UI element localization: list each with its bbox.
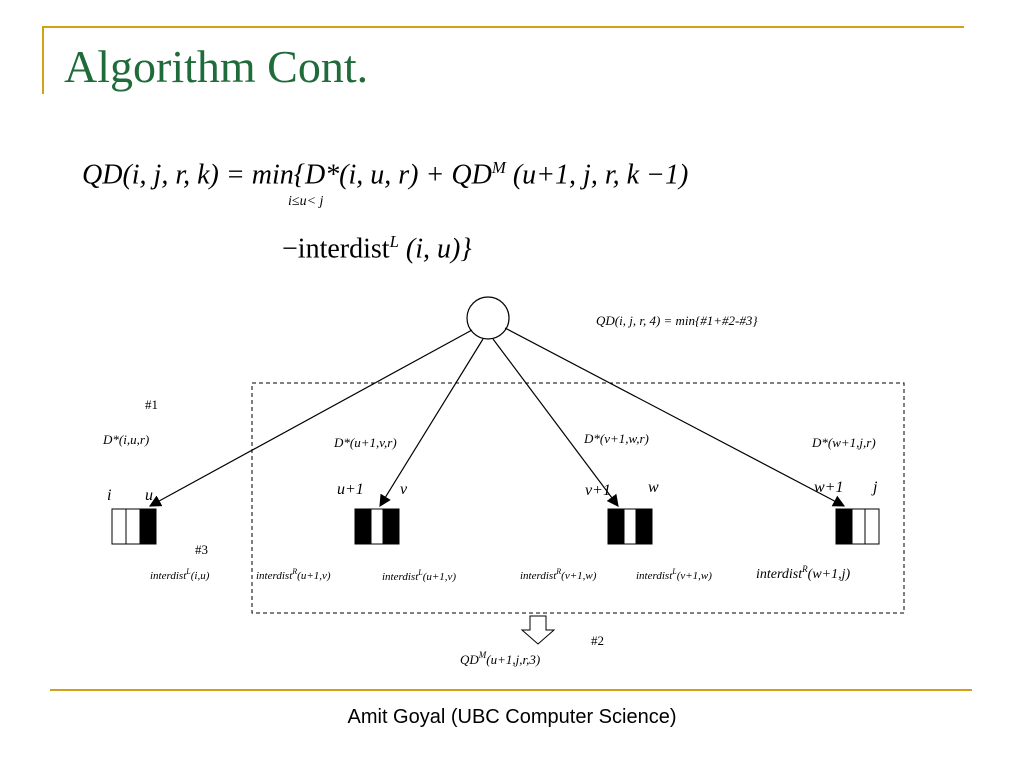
group-2-right: v — [400, 481, 408, 498]
interdist-label-2: interdistR(u+1,v) — [256, 567, 331, 582]
interdist-label-6: interdistR(w+1,j) — [756, 564, 850, 582]
formula-line-1: QD(i, j, r, k) = min{D*(i, u, r) + QDM (… — [82, 158, 688, 191]
edge-3 — [492, 338, 619, 507]
edge-label-2: D*(u+1,v,r) — [333, 435, 397, 450]
footer-text: Amit Goyal (UBC Computer Science) — [347, 706, 677, 728]
group-1-left: i — [107, 487, 111, 504]
formula-line-1-text: QD(i, j, r, k) = min{D*(i, u, r) + QD — [82, 159, 492, 191]
block-group-3 — [607, 508, 653, 545]
footer-divider — [50, 689, 972, 691]
block-group-2 — [354, 508, 400, 545]
interdist-label-3: interdistL(u+1,v) — [382, 568, 456, 583]
edge-label-1: D*(i,u,r) — [102, 432, 149, 447]
down-arrow-icon — [520, 615, 556, 645]
root-formula: QD(i, j, r, 4) = min{#1+#2-#3} — [596, 313, 758, 328]
formula-line-2-tail: (i, u)} — [398, 233, 472, 265]
formula-line-2-prefix: −interdist — [282, 233, 390, 265]
interdist-label-1: interdistL(i,u) — [150, 567, 210, 582]
group-3-left: v+1 — [585, 482, 611, 499]
edge-label-4: D*(w+1,j,r) — [811, 435, 876, 450]
title-frame-horizontal — [42, 26, 964, 28]
group-2-left: u+1 — [337, 481, 364, 498]
edge-label-3: D*(v+1,w,r) — [583, 431, 649, 446]
formula-min-subscript: i≤u< j — [288, 194, 324, 209]
slide-title: Algorithm Cont. — [64, 41, 369, 92]
group-3-right: w — [648, 479, 659, 496]
formula-line-1-sup: M — [491, 158, 506, 177]
title-frame-vertical — [42, 26, 44, 94]
edge-1 — [148, 329, 473, 507]
marker-1: #1 — [145, 397, 158, 412]
formula-line-2-sup: L — [389, 232, 399, 251]
block-group-1 — [111, 508, 157, 545]
group-4-right: j — [871, 479, 878, 496]
root-node — [466, 296, 510, 340]
edge-2 — [379, 338, 484, 508]
group-1-right: u — [145, 487, 153, 504]
marker-2: #2 — [591, 633, 604, 648]
marker-3: #3 — [195, 542, 208, 557]
bottom-label: QDM(u+1,j,r,3) — [460, 650, 540, 667]
dashed-region — [251, 382, 905, 614]
group-4-left: w+1 — [814, 479, 843, 496]
interdist-label-4: interdistR(v+1,w) — [520, 567, 597, 582]
edge-4 — [504, 327, 846, 507]
formula-line-2: −interdistL (i, u)} — [282, 232, 472, 265]
block-group-4 — [835, 508, 880, 545]
interdist-label-5: interdistL(v+1,w) — [636, 567, 712, 582]
formula-line-1-tail: (u+1, j, r, k −1) — [505, 159, 689, 191]
